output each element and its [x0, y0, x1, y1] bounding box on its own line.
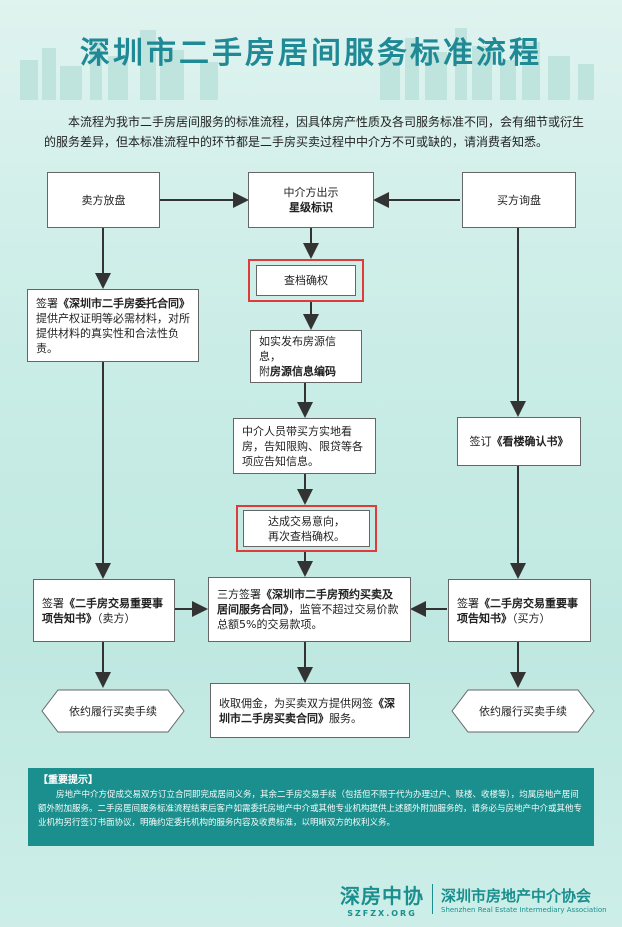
- highlight-frame-intent: [236, 505, 377, 552]
- seller-notice-box: 签署《二手房交易重要事项告知书》（卖方）: [33, 579, 175, 642]
- check-title-label: 查档确权: [284, 274, 328, 287]
- tripartite-suffix: ，监管不超过交易价款总额5%的交易款项。: [217, 603, 399, 631]
- viewing-label: 中介人员带买方实地看房，告知限购、限贷等各项应告知信息。: [242, 424, 363, 468]
- buyer-confirm-box: 签订《看楼确认书》: [457, 417, 581, 466]
- publish-info-line1: 如实发布房源信息，: [259, 335, 336, 363]
- buyer-notice-box: 签署《二手房交易重要事项告知书》（买方）: [448, 579, 591, 642]
- publish-info-box: 如实发布房源信息， 附房源信息编码: [250, 330, 362, 383]
- seller-notice-prefix: 签署: [42, 596, 64, 610]
- seller-contract-suffix: 提供产权证明等必需材料，对所提供材料的真实性和合法性负责。: [36, 311, 190, 355]
- buyer-inquiry-label: 买方询盘: [497, 193, 541, 207]
- check-title-box: 查档确权: [256, 265, 356, 296]
- seller-contract-title: 《深圳市二手房委托合同》: [58, 296, 190, 310]
- publish-info-code: 房源信息编码: [270, 365, 336, 378]
- seller-notice-title: 《二手房交易重要事项告知书》: [42, 596, 163, 625]
- org-english-name: Shenzhen Real Estate Intermediary Associ…: [441, 905, 607, 914]
- buyer-notice-suffix: （买方）: [512, 611, 551, 625]
- fulfill-right-label: 依约履行买卖手续: [479, 705, 567, 718]
- buyer-confirm-prefix: 签订: [469, 435, 492, 448]
- fulfill-left-label: 依约履行买卖手续: [69, 705, 157, 718]
- seller-listing-label: 卖方放盘: [81, 193, 126, 207]
- intro-paragraph: 本流程为我市二手房居间服务的标准流程，因具体房产性质及各司服务标准不同，会有细节…: [44, 115, 585, 149]
- hexagon-fulfill-right: [451, 689, 595, 733]
- seller-contract-box: 签署《深圳市二手房委托合同》 提供产权证明等必需材料，对所提供材料的真实性和合法…: [27, 289, 199, 362]
- seller-notice-suffix: （卖方）: [97, 611, 136, 625]
- seller-listing-box: 卖方放盘: [47, 172, 160, 228]
- commission-box: 收取佣金，为买卖双方提供网签《深圳市二手房买卖合同》服务。: [210, 683, 410, 738]
- logo-chinese: 深房中协: [340, 884, 424, 908]
- page-title: 深圳市二手房居间服务标准流程: [80, 36, 542, 71]
- publish-info-line2-prefix: 附: [259, 365, 270, 378]
- logo-divider: [432, 884, 433, 914]
- notice-body: 房地产中介方促成交易双方订立合同即完成居间义务，其余二手房交易手续（包括但不限于…: [38, 790, 583, 828]
- agent-star-box: 中介方出示 星级标识: [248, 172, 374, 228]
- org-name: 深圳市房地产中介协会: [441, 886, 592, 905]
- highlight-frame-check: [248, 259, 364, 302]
- buyer-confirm-title: 《看楼确认书》: [491, 435, 569, 448]
- association-logo: 深房中协 SZFZX.ORG 深圳市房地产中介协会 Shenzhen Real …: [340, 880, 607, 918]
- buyer-notice-prefix: 签署: [457, 596, 479, 610]
- logo-url: SZFZX.ORG: [347, 909, 417, 918]
- buyer-inquiry-box: 买方询盘: [462, 172, 576, 228]
- tripartite-prefix: 三方签署: [217, 588, 261, 601]
- hexagon-fulfill-left: [41, 689, 185, 733]
- commission-prefix: 收取佣金，为买卖双方提供网签: [219, 696, 373, 710]
- agent-star-line2: 星级标识: [289, 201, 333, 214]
- agent-star-line1: 中介方出示: [283, 186, 339, 199]
- city-skyline-illustration: [20, 28, 594, 100]
- seller-contract-prefix: 签署: [36, 296, 58, 310]
- intent-line2: 再次查档确权。: [268, 529, 345, 543]
- notice-title: 【重要提示】: [38, 775, 98, 786]
- commission-suffix: 服务。: [329, 711, 362, 725]
- important-notice-panel: 【重要提示】 房地产中介方促成交易双方订立合同即完成居间义务，其余二手房交易手续…: [28, 768, 594, 846]
- tripartite-title: 《深圳市二手房预约买卖及居间服务合同》: [217, 588, 393, 616]
- buyer-notice-title: 《二手房交易重要事项告知书》: [457, 596, 578, 625]
- commission-title: 《深圳市二手房买卖合同》: [219, 696, 395, 725]
- intent-line1: 达成交易意向，: [268, 514, 345, 528]
- viewing-box: 中介人员带买方实地看房，告知限购、限贷等各项应告知信息。: [233, 418, 376, 474]
- intent-box: 达成交易意向， 再次查档确权。: [243, 510, 370, 547]
- tripartite-box: 三方签署《深圳市二手房预约买卖及居间服务合同》，监管不超过交易价款总额5%的交易…: [208, 577, 411, 642]
